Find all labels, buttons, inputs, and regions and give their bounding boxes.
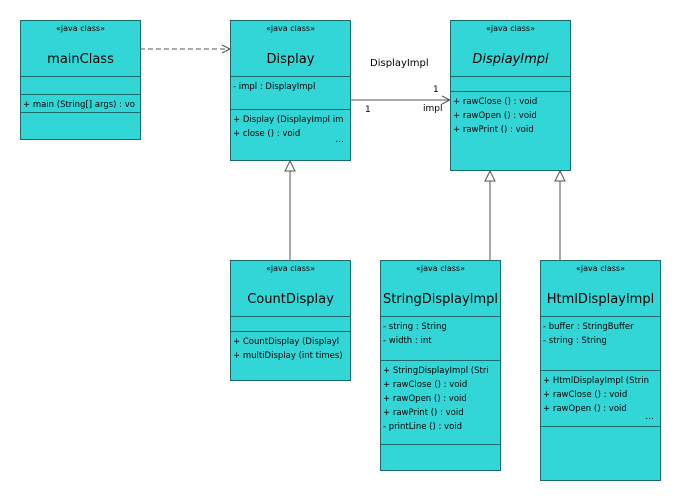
stereotype-label: «java class» (576, 264, 625, 273)
operation-row: + rawOpen () : void (453, 111, 537, 121)
operation-row: + rawOpen () : void (543, 404, 627, 414)
attribute-row: - impl : DisplayImpl (233, 82, 316, 92)
attributes-section (451, 77, 570, 92)
operations-section: + StringDisplayImpl (Stri + rawClose () … (381, 361, 500, 445)
operation-row: + close () : void (233, 129, 301, 139)
attribute-row: - buffer : StringBuffer (543, 322, 634, 332)
class-name: StringDisplayImpl (382, 292, 499, 307)
class-box-htmldisplayimpl[interactable]: «java class» HtmlDisplayImpl - buffer : … (540, 260, 661, 481)
extra-section (381, 445, 500, 470)
class-box-mainclass[interactable]: «java class» mainClass + main (String[] … (20, 20, 141, 140)
operations-section: + HtmlDisplayImpl (Strin + rawClose () :… (541, 371, 660, 427)
stereotype-label: «java class» (486, 24, 535, 33)
association-name-label: DisplayImpl (370, 58, 429, 69)
operation-row: + rawOpen () : void (383, 394, 467, 404)
attributes-section (231, 317, 350, 332)
attribute-row: - width : int (383, 336, 432, 346)
stereotype-label: «java class» (416, 264, 465, 273)
operation-row: + CountDisplay (Displayl (233, 337, 340, 347)
operations-section: + main (String[] args) : vo (21, 95, 140, 113)
class-box-countdisplay[interactable]: «java class» CountDisplay + CountDisplay… (230, 260, 351, 381)
class-box-displayimpl[interactable]: «java class» DisplayImpl + rawClose () :… (450, 20, 571, 171)
stereotype-label: «java class» (56, 24, 105, 33)
generalization-countdisplay-display (284, 159, 296, 260)
operation-row: + main (String[] args) : vo (23, 100, 135, 110)
stereotype-label: «java class» (266, 24, 315, 33)
operations-section: + rawClose () : void + rawOpen () : void… (451, 92, 570, 170)
more-ellipsis: ... (335, 135, 344, 145)
attributes-section: - impl : DisplayImpl (231, 77, 350, 110)
source-multiplicity-label: 1 (365, 105, 371, 115)
operation-row: + Display (DisplayImpl im (233, 115, 344, 125)
operations-section: + CountDisplay (Displayl + multiDisplay … (231, 332, 350, 380)
class-box-display[interactable]: «java class» Display - impl : DisplayImp… (230, 20, 351, 161)
class-name: DisplayImpl (472, 52, 549, 67)
generalization-stringdisplayimpl-displayimpl (484, 169, 496, 260)
operation-row: + rawClose () : void (543, 390, 628, 400)
operation-row: + StringDisplayImpl (Stri (383, 366, 489, 376)
attributes-section: - buffer : StringBuffer - string : Strin… (541, 317, 660, 371)
attributes-section: - string : String - width : int (381, 317, 500, 361)
stereotype-label: «java class» (266, 264, 315, 273)
more-ellipsis: ... (645, 412, 654, 422)
extra-section (541, 427, 660, 480)
operations-section: + Display (DisplayImpl im + close () : v… (231, 110, 350, 160)
attributes-section (21, 77, 140, 95)
class-name: mainClass (47, 52, 114, 67)
class-name: CountDisplay (247, 292, 334, 307)
operation-row: + rawClose () : void (383, 380, 468, 390)
operation-row: + rawPrint () : void (453, 125, 534, 135)
target-multiplicity-label: 1 (433, 85, 439, 95)
operation-row: + rawClose () : void (453, 97, 538, 107)
attribute-row: - string : String (383, 322, 447, 332)
operation-row: + rawPrint () : void (383, 408, 464, 418)
target-role-label: impl (423, 104, 443, 114)
extra-section (21, 113, 140, 139)
operation-row: + multiDisplay (int times) (233, 351, 343, 361)
class-name: Display (266, 52, 315, 67)
class-box-stringdisplayimpl[interactable]: «java class» StringDisplayImpl - string … (380, 260, 501, 471)
class-name: HtmlDisplayImpl (546, 292, 655, 307)
operation-row: + HtmlDisplayImpl (Strin (543, 376, 650, 386)
generalization-htmldisplayimpl-displayimpl (554, 169, 566, 260)
attribute-row: - string : String (543, 336, 607, 346)
operation-row: - printLine () : void (383, 422, 463, 432)
